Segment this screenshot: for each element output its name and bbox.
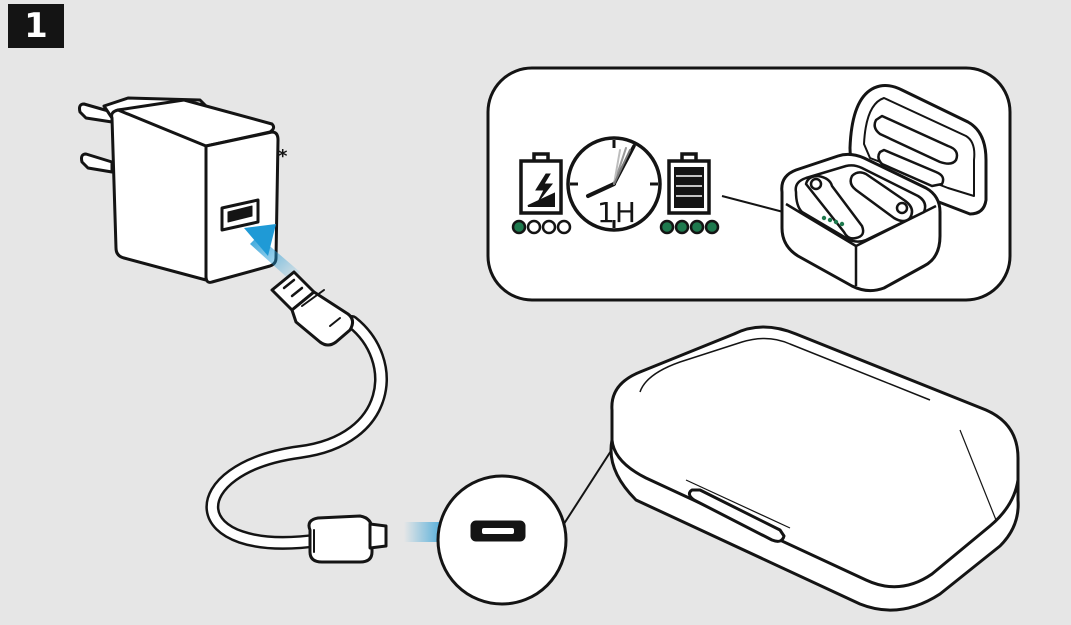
plug-prong-bottom	[80, 152, 114, 174]
led-lit	[833, 219, 839, 225]
battery-full-icon	[667, 152, 711, 215]
charging-case	[609, 325, 1020, 612]
led-unlit	[541, 219, 557, 235]
usb-arrow-icon	[244, 224, 300, 282]
battery-empty-charging-icon	[519, 152, 563, 215]
led-lit	[511, 219, 527, 235]
port-zoom-callout	[436, 439, 619, 606]
led-lit	[689, 219, 705, 235]
plug-prong-top	[78, 102, 114, 124]
led-lit	[839, 221, 845, 227]
usb-a-housing	[290, 290, 355, 347]
open-earbud-case	[780, 84, 988, 293]
clock-icon	[566, 136, 662, 232]
led-lit	[674, 219, 690, 235]
usb-cable	[205, 270, 388, 564]
charging-info-panel: 1H	[486, 66, 1012, 302]
led-lit	[821, 215, 827, 221]
led-lit	[827, 217, 833, 223]
led-unlit	[556, 219, 572, 235]
wall-charger	[78, 96, 280, 284]
step-number-badge: 1	[8, 4, 64, 48]
led-lit	[659, 219, 675, 235]
charger-footnote-mark: *	[278, 146, 288, 167]
led-indicator-before	[511, 219, 572, 235]
led-indicator-after	[659, 219, 720, 235]
micro-usb-connector	[368, 522, 388, 550]
led-indicator-case	[821, 215, 845, 227]
charge-duration-label: 1H	[597, 196, 636, 229]
led-lit	[704, 219, 720, 235]
micro-usb-housing	[307, 514, 374, 564]
led-unlit	[526, 219, 542, 235]
